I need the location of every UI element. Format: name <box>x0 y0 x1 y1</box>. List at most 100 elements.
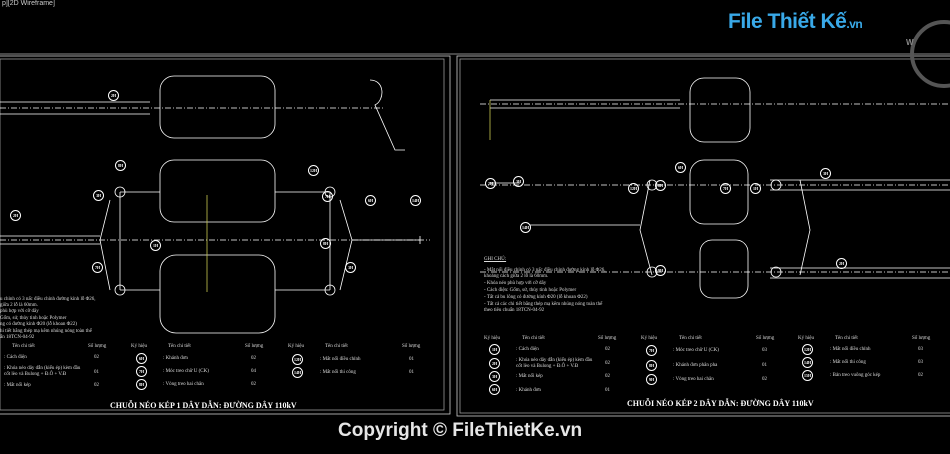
callout-bubble: 2H <box>836 258 847 269</box>
header-symbol: Ký hiệu <box>484 336 500 341</box>
viewport-label[interactable]: p][2D Wireframe] <box>2 0 55 7</box>
part-name: : Khánh đơn <box>516 388 541 393</box>
symbol-bubble: 8H <box>136 379 147 390</box>
part-qty: 02 <box>918 373 923 378</box>
header-name: Tên chi tiết <box>835 336 858 341</box>
note-line: giữa 2 lỗ là 60mm. <box>0 303 38 308</box>
header-qty: Số lượng <box>245 344 264 349</box>
right-assembly <box>480 77 950 299</box>
part-qty: 02 <box>94 355 99 360</box>
part-qty: 02 <box>762 377 767 382</box>
left-sheet-inner-frame <box>0 58 445 411</box>
pin-circle <box>114 186 126 198</box>
part-qty: 02 <box>251 382 256 387</box>
logo-text: File Thiết Kế <box>728 10 847 33</box>
symbol-bubble: 6H <box>489 384 500 395</box>
anchor-link <box>352 236 421 244</box>
part-name: : Mắt nối điều chỉnh <box>830 347 871 352</box>
symbol-bubble: 7H <box>646 345 657 356</box>
note-line: phù hợp với cỡ dây <box>0 309 39 314</box>
anchor-shackle <box>369 79 405 151</box>
symbol-bubble: 14H <box>802 357 813 368</box>
yoke-plates <box>639 179 811 276</box>
callout-bubble: 7H <box>720 183 731 194</box>
part-name: : Móc treo chữ U (CK) <box>673 348 719 353</box>
part-name: : Mắt nối điều chỉnh <box>320 357 361 362</box>
note-line: u chỉnh có 3 nấc điều chỉnh đường kính l… <box>0 297 96 302</box>
callout-bubble: 7H <box>322 191 333 202</box>
note-line: - Khóa néo phù hợp với cỡ dây <box>484 281 547 286</box>
header-symbol: Ký hiệu <box>131 344 147 349</box>
header-qty: Số lượng <box>402 344 421 349</box>
callout-bubble: 6H <box>675 162 686 173</box>
part-name: : Mắt nối kép <box>516 374 543 379</box>
callout-bubble: 9H <box>655 265 666 276</box>
header-qty: Số lượng <box>756 336 775 341</box>
part-qty: 02 <box>605 361 610 366</box>
header-symbol: Ký hiệu <box>798 336 814 341</box>
pin-circle <box>770 179 782 191</box>
part-name: : Mắt nối thi công <box>320 370 356 375</box>
insulator-middle <box>159 159 276 223</box>
part-qty: 01 <box>94 370 99 375</box>
callout-bubble: 7H <box>92 262 103 273</box>
symbol-bubble: 8H <box>646 360 657 371</box>
header-symbol: Ký hiệu <box>288 344 304 349</box>
symbol-bubble: 15H <box>802 370 813 381</box>
symbol-bubble: 6H <box>136 353 147 364</box>
header-name: Tên chi tiết <box>679 336 702 341</box>
callout-bubble: 2H <box>485 178 496 189</box>
note-line: - Tất cả bu lông có đường kính Φ20 (lỗ k… <box>484 295 588 300</box>
callout-bubble: 3H <box>345 262 356 273</box>
callout-bubble: 8H <box>115 160 126 171</box>
callout-bubble: 1H <box>150 240 161 251</box>
callout-bubble: 14H <box>410 195 421 206</box>
part-qty: 01 <box>762 363 767 368</box>
note-line: - Mắt nối điều chỉnh có 3 nấc điều chỉnh… <box>484 268 606 279</box>
conductor-clamp <box>0 235 100 245</box>
symbol-bubble: 2H <box>489 358 500 369</box>
part-name: : Khóa néo dây dẫn (kiểu ép) kèm đầu cốt… <box>516 358 593 369</box>
part-name: : Vòng treo hai chân <box>163 382 204 387</box>
compass-west-label[interactable]: W <box>906 38 914 47</box>
insulator-top <box>689 77 751 143</box>
left-sheet-title: CHUỖI NÉO KÉP 1 DÂY DẪN: ĐƯỜNG DÂY 110kV <box>110 401 297 410</box>
part-qty: 02 <box>605 347 610 352</box>
part-qty: 03 <box>918 360 923 365</box>
sheet-frames <box>0 53 950 417</box>
copyright-watermark: Copyright © FileThietKe.vn <box>338 420 583 441</box>
callout-bubble: 8H <box>655 180 666 191</box>
header-qty: Số lượng <box>598 336 617 341</box>
right-sheet-frame <box>456 55 950 417</box>
part-qty: 01 <box>409 357 414 362</box>
pin-circle <box>114 284 126 296</box>
part-name: : Khánh đơn phân pha <box>673 363 718 368</box>
part-qty: 01 <box>409 370 414 375</box>
note-line: - Cách điện: Gốm, sứ, thủy tinh hoặc Pol… <box>484 288 577 293</box>
header-qty: Số lượng <box>88 344 107 349</box>
part-name: : Bản treo vuông góc kép <box>830 373 881 378</box>
header-name: Tên chi tiết <box>325 344 348 349</box>
part-qty: 01 <box>605 388 610 393</box>
insulator-bottom <box>159 254 276 334</box>
note-line: - Tất cả các chi tiết bằng thép mạ kẽm n… <box>484 302 603 313</box>
insulator-bottom <box>699 239 749 299</box>
callout-bubble: 2H <box>10 210 21 221</box>
symbol-bubble: 14H <box>292 367 303 378</box>
left-sheet-frame <box>0 55 451 415</box>
yoke-plates <box>99 192 353 291</box>
conductor-bundles <box>770 179 950 279</box>
header-symbol: Ký hiệu <box>641 336 657 341</box>
part-qty: 03 <box>918 347 923 352</box>
part-name: : Khánh đơn <box>163 356 188 361</box>
header-qty: Số lượng <box>912 336 931 341</box>
symbol-bubble: 3H <box>489 371 500 382</box>
header-name: Tên chi tiết <box>12 344 35 349</box>
part-qty: 02 <box>605 374 610 379</box>
header-name: Tên chi tiết <box>522 336 545 341</box>
callout-bubble: 12H <box>308 165 319 176</box>
callout-bubble: 2H <box>108 90 119 101</box>
symbol-bubble: 12H <box>802 344 813 355</box>
callout-bubble: 6H <box>365 195 376 206</box>
